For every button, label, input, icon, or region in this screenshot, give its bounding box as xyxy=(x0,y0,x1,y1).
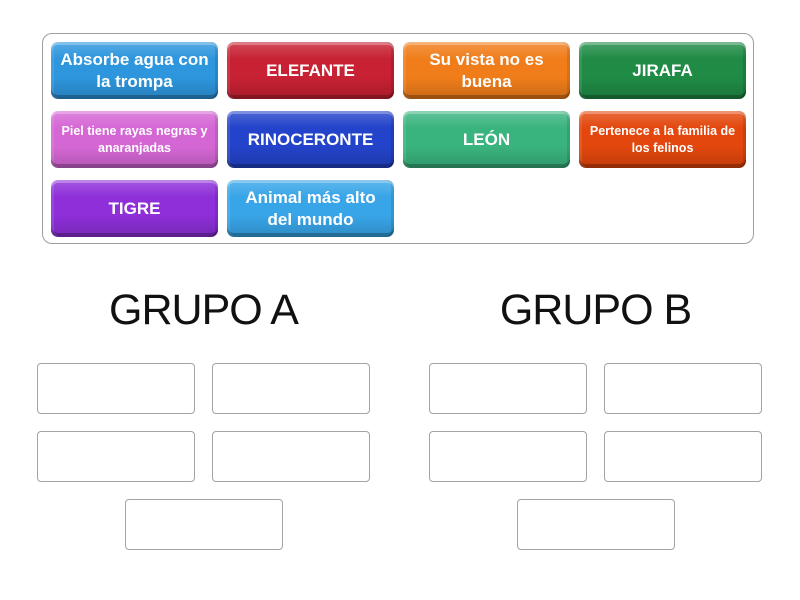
tile-label: Pertenece a la familia de los felinos xyxy=(589,124,736,155)
tile-label: Absorbe agua con la trompa xyxy=(60,49,209,91)
tile-label: ELEFANTE xyxy=(266,60,355,80)
group-b-dropzone xyxy=(429,363,762,550)
tile-label: Animal más alto del mundo xyxy=(245,187,376,229)
group-b-title: GRUPO B xyxy=(499,286,692,334)
group-a-slot-1[interactable] xyxy=(37,363,195,414)
group-a-slot-2[interactable] xyxy=(212,363,370,414)
group-a-dropzone xyxy=(37,363,370,550)
group-a-title: GRUPO A xyxy=(109,286,299,334)
tile-tray: Absorbe agua con la trompa ELEFANTE Su v… xyxy=(42,33,754,244)
tile-absorbe-agua[interactable]: Absorbe agua con la trompa xyxy=(51,42,218,99)
tile-leon[interactable]: LEÓN xyxy=(403,111,570,168)
group-b-slot-5[interactable] xyxy=(516,499,675,550)
group-b-slot-3[interactable] xyxy=(429,431,587,482)
tile-label: LEÓN xyxy=(462,129,511,149)
tile-rinoceronte[interactable]: RINOCERONTE xyxy=(227,111,394,168)
tile-label: Su vista no es buena xyxy=(429,49,544,91)
tile-piel-rayas[interactable]: Piel tiene rayas negras y anaranjadas xyxy=(51,111,218,168)
tile-pertenece-felinos[interactable]: Pertenece a la familia de los felinos xyxy=(579,111,746,168)
tile-elefante[interactable]: ELEFANTE xyxy=(227,42,394,99)
tile-jirafa[interactable]: JIRAFA xyxy=(579,42,746,99)
tile-label: JIRAFA xyxy=(632,60,693,80)
group-a-slot-4[interactable] xyxy=(212,431,370,482)
tile-label: TIGRE xyxy=(108,198,161,218)
group-b-slot-2[interactable] xyxy=(604,363,762,414)
group-b-slot-4[interactable] xyxy=(604,431,762,482)
tile-label: Piel tiene rayas negras y anaranjadas xyxy=(61,124,208,155)
tile-su-vista[interactable]: Su vista no es buena xyxy=(403,42,570,99)
tile-animal-mas-alto[interactable]: Animal más alto del mundo xyxy=(227,180,394,237)
tile-label: RINOCERONTE xyxy=(247,129,374,149)
group-b-slot-1[interactable] xyxy=(429,363,587,414)
group-a-slot-5[interactable] xyxy=(124,499,283,550)
group-a-slot-3[interactable] xyxy=(37,431,195,482)
tile-tigre[interactable]: TIGRE xyxy=(51,180,218,237)
